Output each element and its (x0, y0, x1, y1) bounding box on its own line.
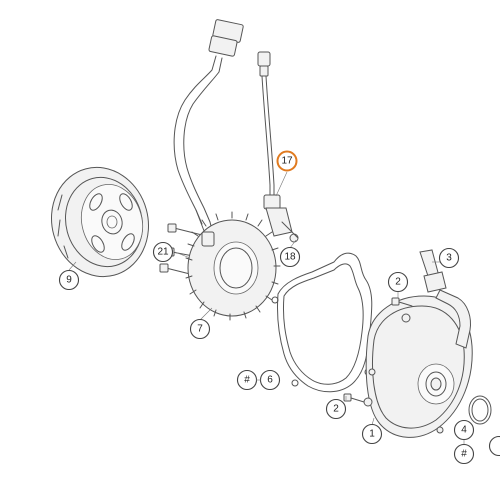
svg-text:18: 18 (284, 252, 296, 263)
flywheel (50, 166, 150, 278)
callout-partial-right (488, 435, 500, 457)
callout-6: 6 (259, 369, 281, 391)
callout-1: 1 (361, 423, 383, 445)
o-ring (468, 395, 492, 425)
callout-17: 17 (276, 150, 298, 172)
callout-3: 3 (438, 247, 460, 269)
callout-9: 9 (58, 269, 80, 291)
svg-text:3: 3 (446, 253, 452, 264)
wiring-harness (173, 19, 244, 239)
svg-text:2: 2 (395, 277, 401, 288)
svg-text:17: 17 (281, 156, 293, 167)
svg-text:21: 21 (157, 247, 169, 258)
callout-4: 4 (453, 419, 475, 441)
svg-text:#: # (244, 375, 250, 386)
callout-6-hash: # (236, 369, 258, 391)
cover-bracket (419, 249, 447, 293)
callout-2-upper: 2 (387, 271, 409, 293)
svg-text:6: 6 (267, 375, 273, 386)
svg-text:#: # (461, 449, 467, 460)
callout-7: 7 (189, 318, 211, 340)
callout-21: 21 (152, 241, 174, 263)
svg-text:4: 4 (461, 425, 467, 436)
leader-lines (68, 171, 440, 426)
svg-text:7: 7 (197, 324, 203, 335)
callout-2-lower: 2 (325, 398, 347, 420)
sensor-cable (257, 51, 299, 243)
svg-text:9: 9 (66, 275, 72, 286)
svg-text:1: 1 (369, 429, 375, 440)
svg-text:2: 2 (333, 404, 339, 415)
callout-18: 18 (279, 246, 301, 268)
cover-gasket (271, 252, 373, 393)
generator-cover (363, 289, 473, 438)
stator (185, 211, 281, 321)
callout-4-hash: # (453, 443, 475, 465)
